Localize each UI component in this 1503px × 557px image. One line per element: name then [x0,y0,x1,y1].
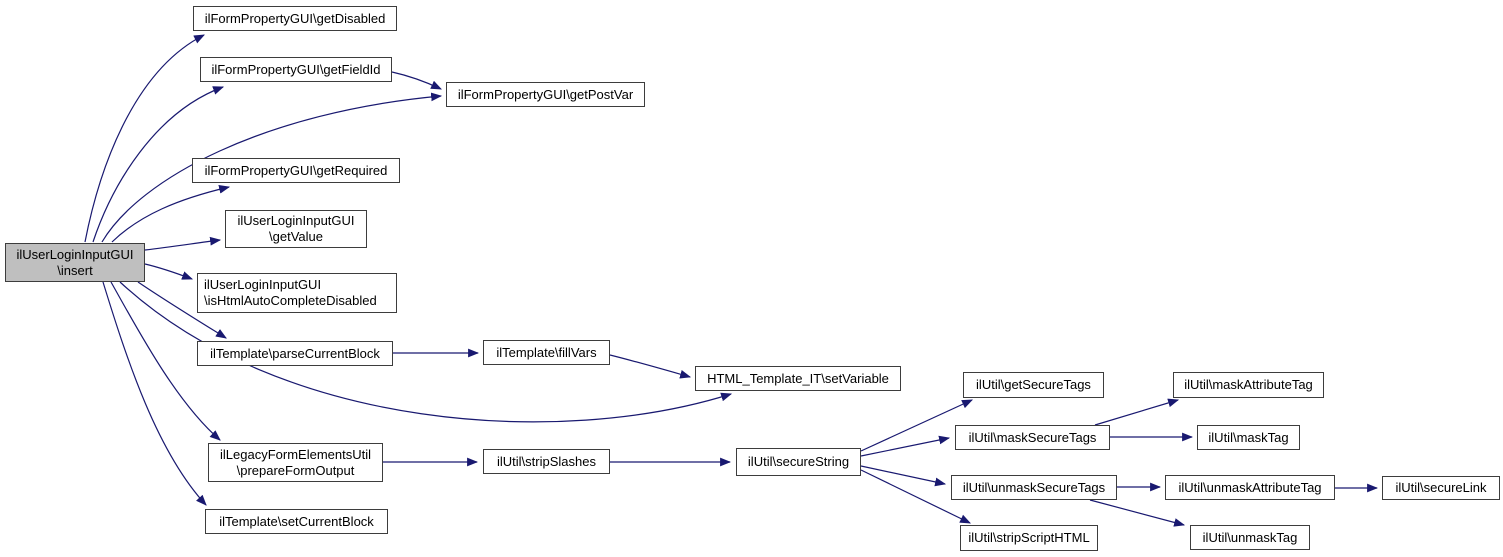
graph-node-stripSlashes[interactable]: ilUtil\stripSlashes [483,449,610,474]
graph-node-getValue[interactable]: ilUserLoginInputGUI \getValue [225,210,367,248]
graph-node-stripScriptHTML[interactable]: ilUtil\stripScriptHTML [960,525,1098,551]
call-edge-secureString-to-unmaskSecureTags [860,465,947,487]
call-edge-secureString-to-stripScriptHTML [860,469,971,524]
graph-node-getRequired[interactable]: ilFormPropertyGUI\getRequired [192,158,400,183]
call-edge-insert-to-getRequired [111,184,231,243]
graph-node-maskTag[interactable]: ilUtil\maskTag [1197,425,1300,450]
graph-node-fillVars[interactable]: ilTemplate\fillVars [483,340,610,365]
call-edge-secureString-to-maskSecureTags [860,435,951,457]
call-edge-insert-to-getDisabled [84,34,205,243]
graph-node-unmaskSecureTags[interactable]: ilUtil\unmaskSecureTags [951,475,1117,500]
graph-node-parseCurrentBlock[interactable]: ilTemplate\parseCurrentBlock [197,341,393,366]
call-edge-unmaskSecureTags-to-unmaskTag [1089,499,1186,527]
call-edge-insert-to-setVariable [119,281,733,423]
graph-node-maskAttributeTag[interactable]: ilUtil\maskAttributeTag [1173,372,1324,398]
call-edge-secureString-to-getSecureTags [860,399,973,452]
call-edge-getFieldId-to-getPostVar [391,71,442,90]
graph-node-secureString[interactable]: ilUtil\secureString [736,448,861,476]
call-edge-insert-to-setCurrentBlock [102,281,207,506]
call-edge-insert-to-getValue [144,236,222,251]
graph-node-secureLink[interactable]: ilUtil\secureLink [1382,476,1500,500]
call-edge-insert-to-isHtmlAutoCompleteDisabled [144,263,194,280]
graph-node-maskSecureTags[interactable]: ilUtil\maskSecureTags [955,425,1110,450]
call-edge-fillVars-to-setVariable [609,354,692,379]
graph-node-prepareFormOutput[interactable]: ilLegacyFormElementsUtil \prepareFormOut… [208,443,383,482]
graph-node-isHtmlAutoCompleteDisabled[interactable]: ilUserLoginInputGUI \isHtmlAutoCompleteD… [197,273,397,313]
call-edge-insert-to-getFieldId [92,86,225,243]
graph-node-insert: ilUserLoginInputGUI \insert [5,243,145,282]
graph-node-unmaskTag[interactable]: ilUtil\unmaskTag [1190,525,1310,550]
graph-node-getSecureTags[interactable]: ilUtil\getSecureTags [963,372,1104,398]
graph-node-getPostVar[interactable]: ilFormPropertyGUI\getPostVar [446,82,645,107]
graph-node-setCurrentBlock[interactable]: ilTemplate\setCurrentBlock [205,509,388,534]
call-edge-maskSecureTags-to-maskAttributeTag [1094,398,1180,426]
call-edge-insert-to-parseCurrentBlock [137,281,227,339]
graph-node-unmaskAttributeTag[interactable]: ilUtil\unmaskAttributeTag [1165,475,1335,500]
graph-node-setVariable[interactable]: HTML_Template_IT\setVariable [695,366,901,391]
graph-node-getFieldId[interactable]: ilFormPropertyGUI\getFieldId [200,57,392,82]
call-edge-insert-to-getPostVar [101,92,443,243]
graph-node-getDisabled[interactable]: ilFormPropertyGUI\getDisabled [193,6,397,31]
call-edge-insert-to-prepareFormOutput [110,281,221,441]
